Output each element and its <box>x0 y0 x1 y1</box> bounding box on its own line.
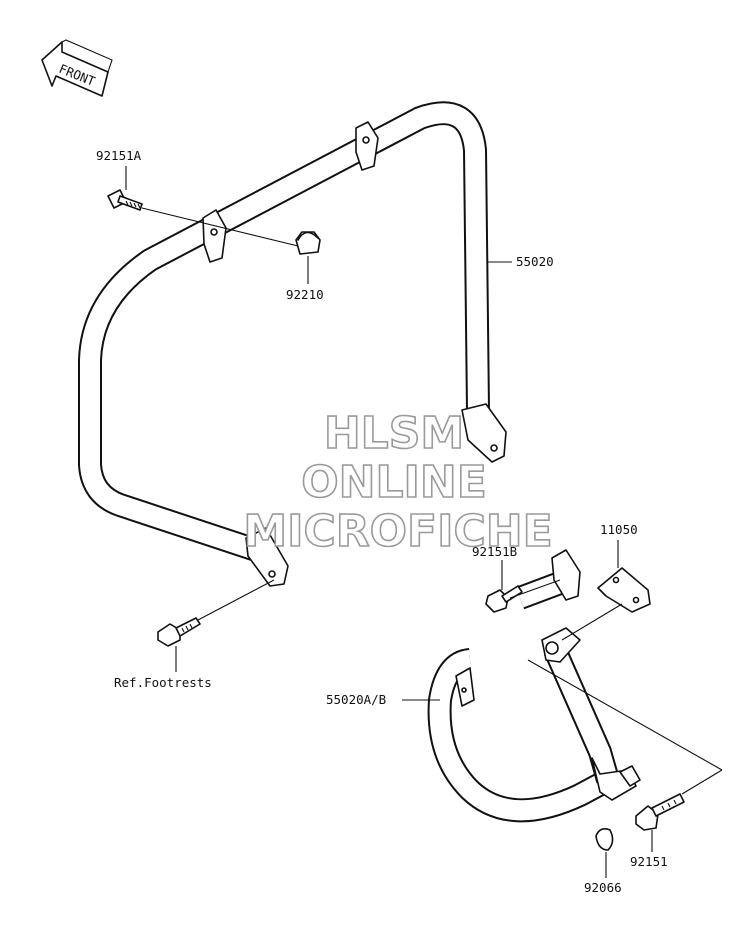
label-92151b: 92151B <box>472 544 517 559</box>
label-ref-footrests: Ref.Footrests <box>114 675 212 690</box>
bolt-92151b-icon <box>485 585 523 613</box>
watermark: HLSM ONLINE MICROFICHE <box>243 407 554 558</box>
label-92151: 92151 <box>630 854 668 869</box>
label-92066: 92066 <box>584 880 622 895</box>
watermark-line-1: HLSM <box>324 408 464 459</box>
leader-lines <box>125 166 723 878</box>
watermark-line-3: MICROFICHE <box>243 506 552 557</box>
bolt-92151a-icon <box>107 189 143 211</box>
bracket-11050-icon <box>597 567 651 613</box>
watermark-line-2: ONLINE <box>301 457 487 508</box>
label-92210: 92210 <box>286 287 324 302</box>
front-arrow-icon: FRONT <box>41 39 113 97</box>
bolt-footrest-icon <box>157 617 201 647</box>
label-55020ab: 55020A/B <box>326 692 386 707</box>
acorn-nut-92210-icon <box>295 231 321 255</box>
bolt-92151-icon <box>635 793 685 831</box>
label-11050: 11050 <box>600 522 638 537</box>
label-55020: 55020 <box>516 254 554 269</box>
upper-engine-guard <box>78 101 507 587</box>
label-92151a: 92151A <box>96 148 142 163</box>
cap-92066-icon <box>595 828 614 851</box>
